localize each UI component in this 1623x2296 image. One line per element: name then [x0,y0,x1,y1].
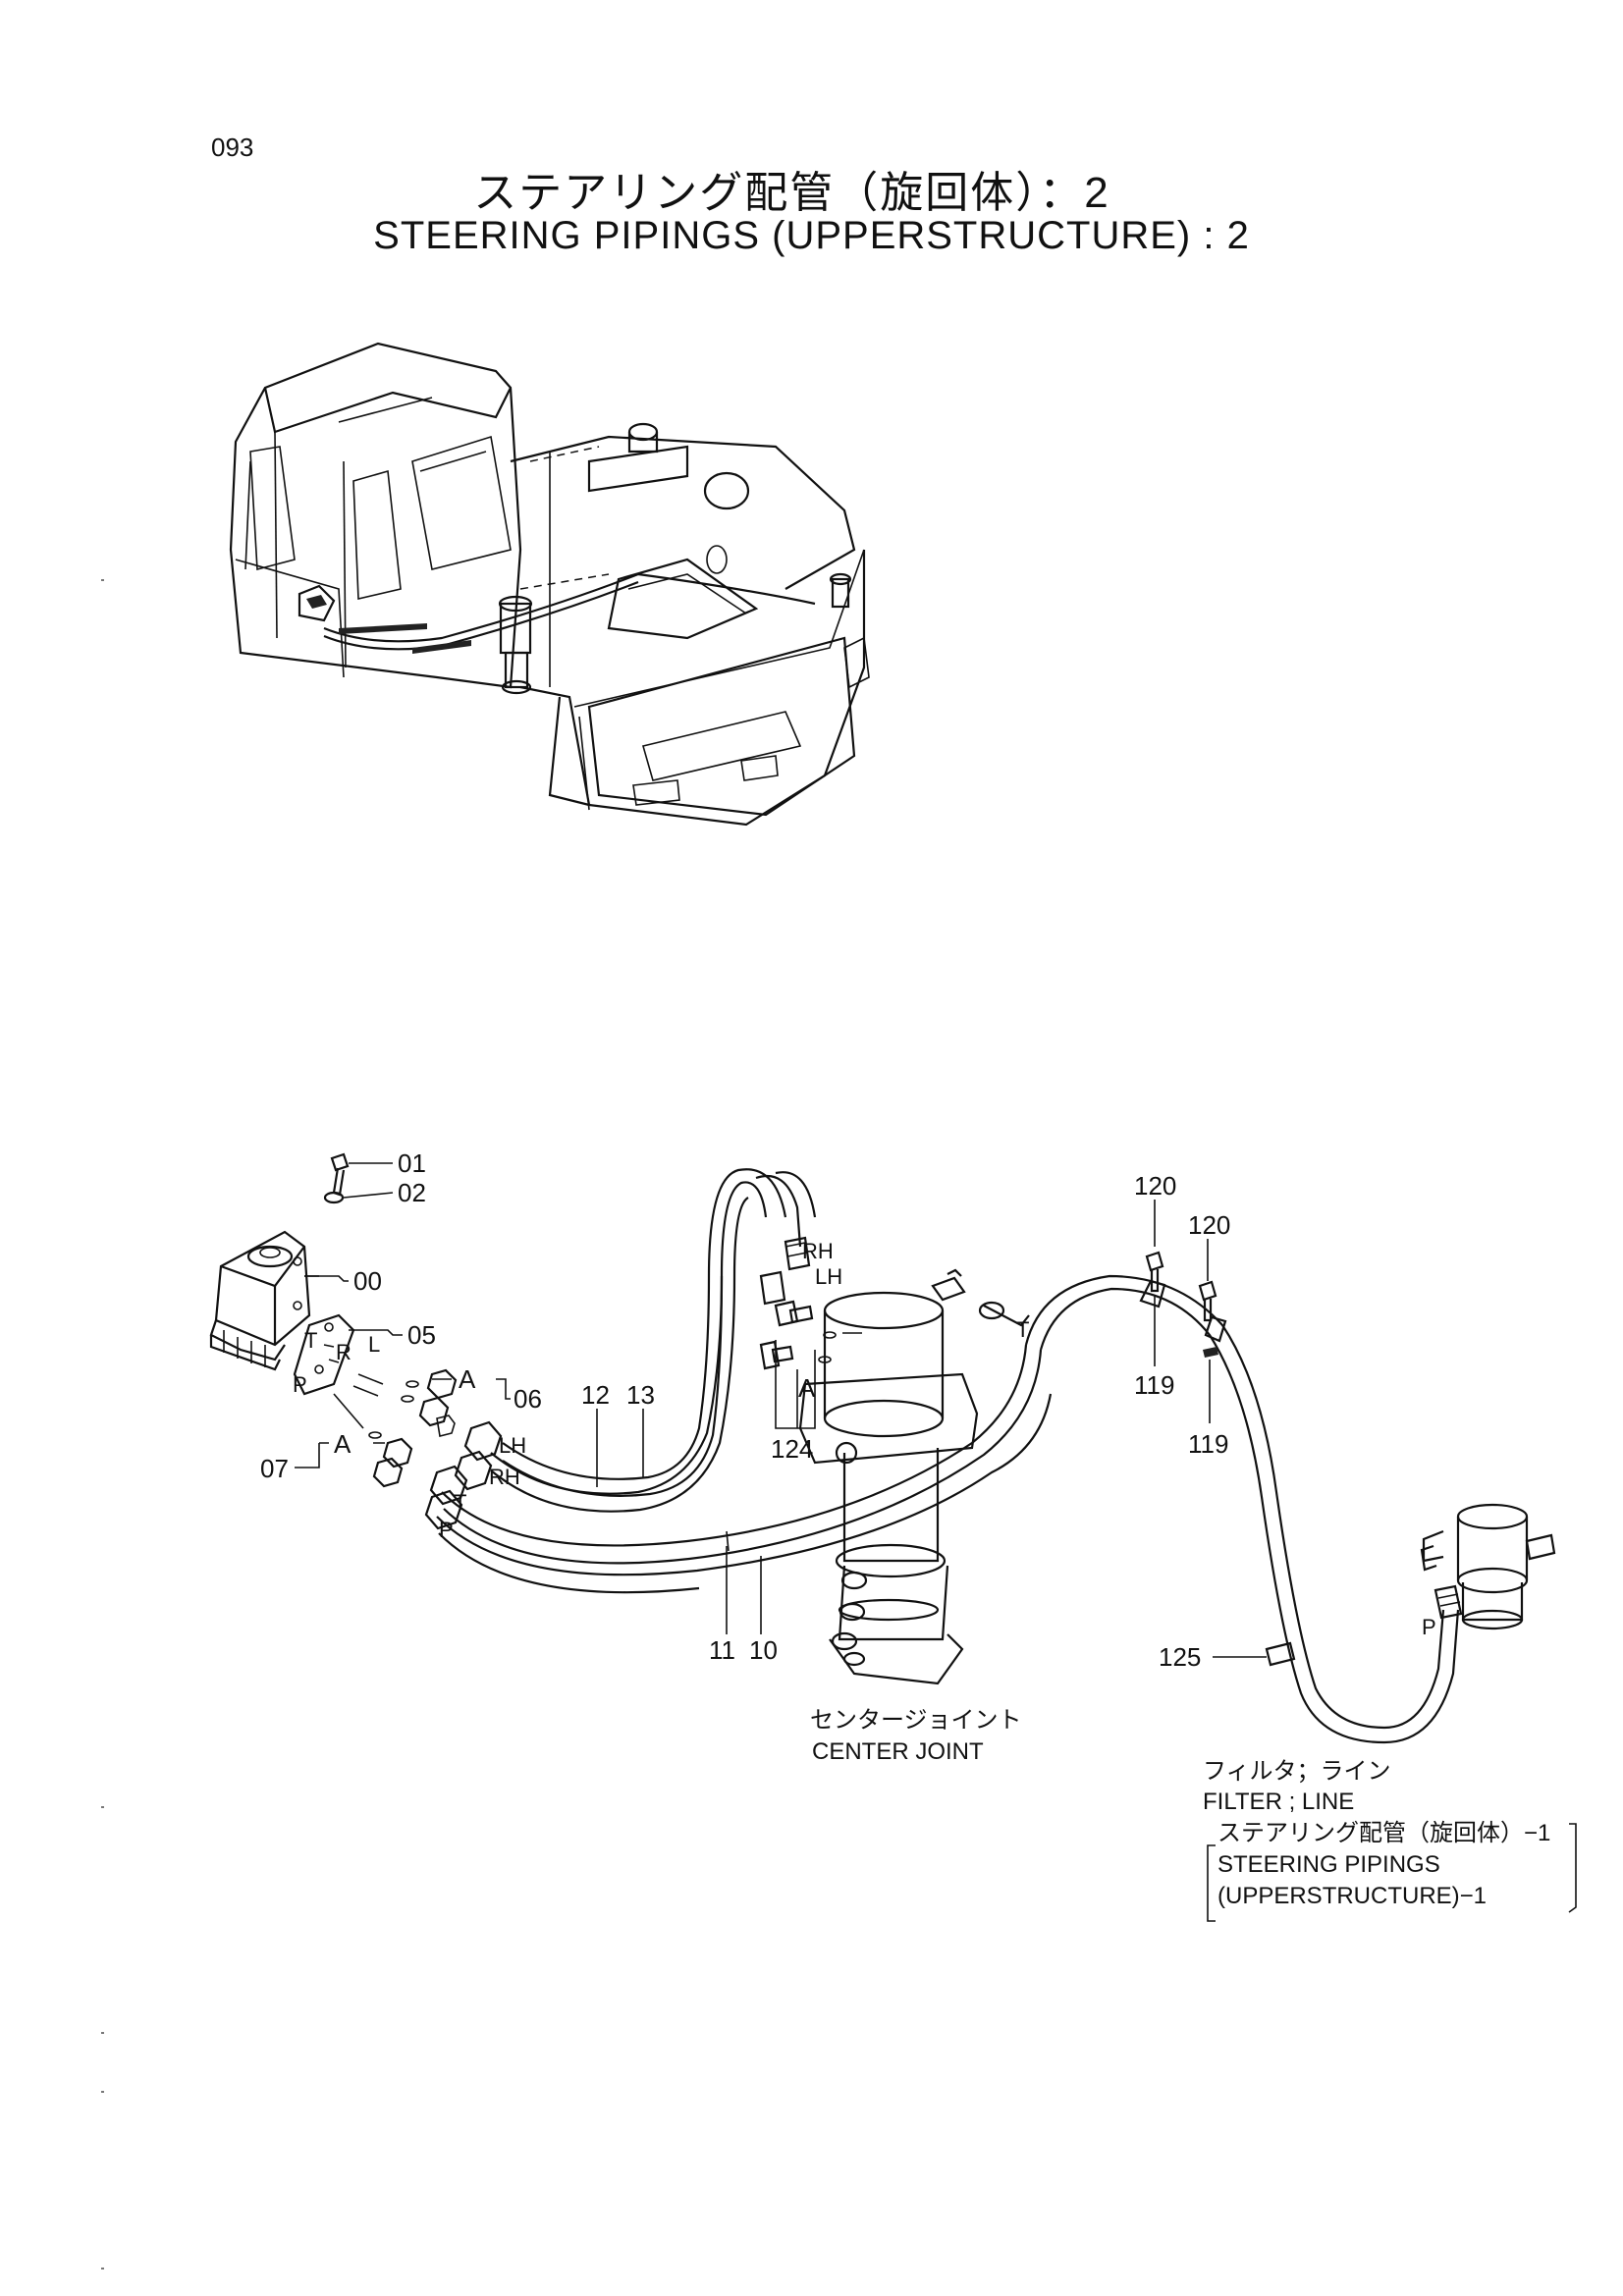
caption-center-joint-jp: センタージョイント [810,1707,1022,1734]
margin-mark [101,2268,104,2269]
port-t-1: T [1016,1317,1029,1342]
caption-ref-en-1: STEERING PIPINGS [1217,1851,1440,1878]
label-10: 10 [749,1635,778,1665]
title-jp-text: ステアリング配管（旋回体）：2 [473,169,1110,217]
fittings-06 [352,1368,458,1437]
label-05: 05 [407,1320,436,1350]
hose-to-filter [1024,1251,1463,1744]
detail-a-2: A [334,1429,352,1459]
port-t-3: T [304,1328,317,1353]
part-number-labels: 01 02 00 05 06 07 12 13 11 10 124 120 12… [260,1148,1230,1672]
caption-ref-jp: ステアリング配管（旋回体）−1 [1217,1820,1550,1846]
port-r: R [336,1340,352,1364]
label-07: 07 [260,1454,289,1483]
leader-lines [295,1162,1577,1922]
port-p-2: P [293,1372,307,1397]
label-120b: 120 [1188,1210,1230,1240]
label-06: 06 [514,1384,542,1414]
detail-a-1: A [459,1364,476,1394]
caption-ref-en-2: (UPPERSTRUCTURE)−1 [1217,1883,1487,1909]
port-lh-1: LH [815,1264,842,1289]
port-block-05 [293,1313,355,1396]
port-l: L [368,1332,380,1357]
port-lh-2: LH [499,1433,526,1458]
port-rh-2: RH [489,1465,520,1489]
hose-end-fittings [424,1420,503,1530]
label-13: 13 [626,1380,655,1410]
caption-center-joint-en: CENTER JOINT [812,1738,984,1765]
port-p-3: P [1422,1615,1436,1639]
center-joint [798,1268,1030,1685]
port-labels: RH LH LH RH T T T P P P R L A A A [293,1239,1436,1639]
margin-mark [101,1806,104,1808]
label-11: 11 [709,1635,735,1665]
port-rh-1: RH [802,1239,834,1263]
page-title-english: STEERING PIPINGS (UPPERSTRUCTURE) : 2 [373,214,1250,257]
detail-a-3: A [798,1373,816,1403]
margin-mark [101,2091,104,2093]
label-00: 00 [353,1266,382,1296]
page-number: 093 [211,133,254,162]
caption-filter-jp: フィルタ；ライン [1203,1758,1391,1785]
component-captions: センタージョイント CENTER JOINT フィルタ；ライン FILTER ;… [810,1707,1550,1909]
caption-filter-en: FILTER ; LINE [1203,1789,1354,1815]
washer-02 [323,1191,345,1204]
hoses-10-11 [436,1344,1053,1594]
machine-overview-illustration [229,342,870,827]
margin-mark [101,2032,104,2034]
label-124: 124 [771,1434,813,1464]
port-t-2: T [454,1490,466,1515]
page-title-japanese: ステアリング配管（旋回体）：2 [0,157,1623,220]
margin-mark [101,579,104,581]
port-p-1: P [439,1518,454,1542]
label-12: 12 [581,1380,610,1410]
label-119b: 119 [1188,1429,1228,1459]
steering-valve-00 [209,1230,319,1371]
line-filter [1420,1503,1556,1630]
hoses-12-13 [490,1168,817,1513]
label-01: 01 [398,1148,426,1178]
fittings-07 [333,1393,413,1488]
label-125: 125 [1159,1642,1201,1672]
elbow-fittings-124 [759,1300,862,1370]
label-120a: 120 [1134,1171,1176,1201]
label-02: 02 [398,1178,426,1207]
label-119a: 119 [1134,1370,1174,1400]
bolt-01 [330,1152,350,1197]
